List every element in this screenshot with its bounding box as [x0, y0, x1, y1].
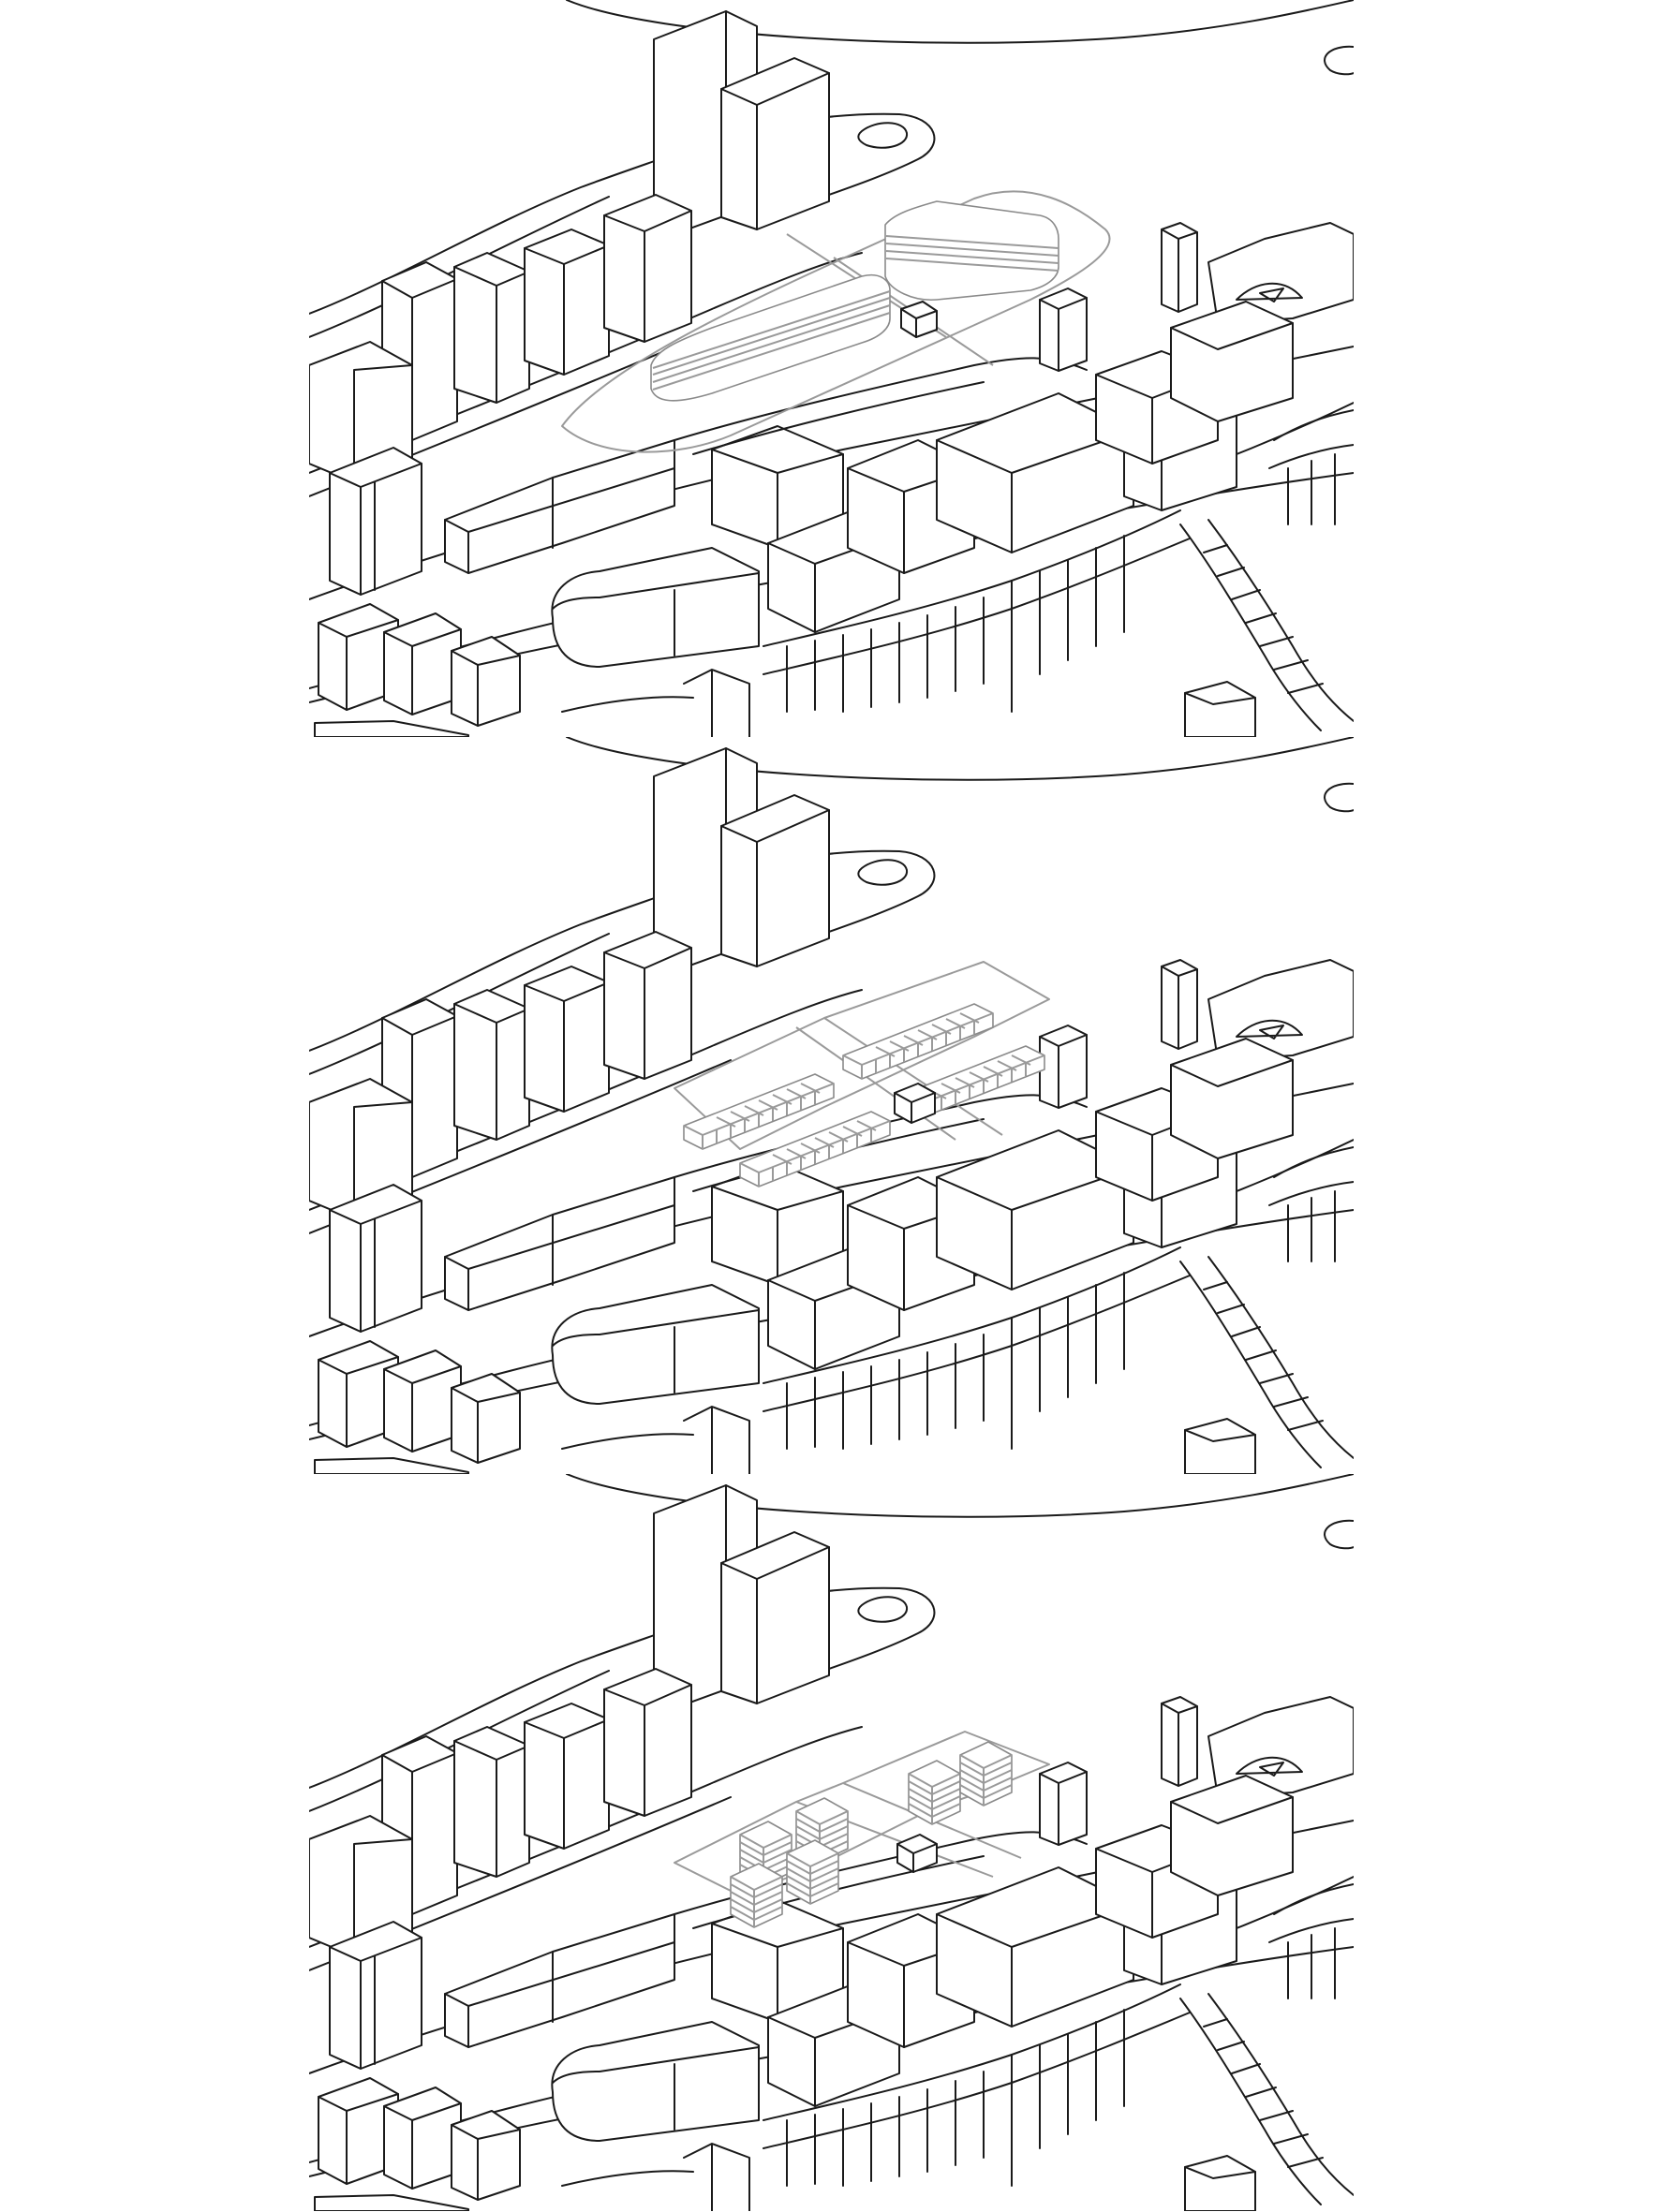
- panel-point-towers: [309, 1474, 1354, 2211]
- panel-linear-block: [309, 0, 1354, 737]
- panel-row-houses: [309, 737, 1354, 1474]
- urban-context-2: [309, 737, 1354, 1474]
- urban-context-1: [309, 0, 1354, 737]
